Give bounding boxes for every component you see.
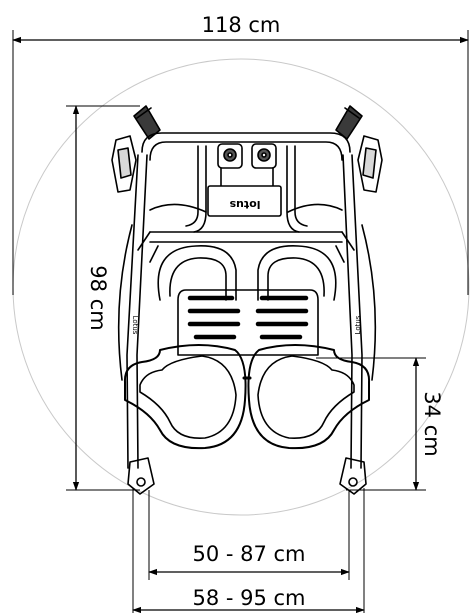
right-backrest-pad (257, 245, 337, 301)
total-width-label: 118 cm (202, 13, 281, 37)
left-backrest-pad (157, 245, 237, 301)
right-side-text: Lotus (354, 315, 362, 334)
right-wheel (339, 457, 367, 495)
right-height-clamp (251, 143, 277, 169)
dimension-total-length: 98 cm (66, 105, 140, 491)
right-seat-cushion (247, 344, 371, 450)
dimension-outer-width: 58 - 95 cm (132, 488, 365, 613)
left-height-clamp (217, 143, 243, 169)
left-side-rail (126, 154, 139, 469)
dimension-seat-depth: 34 cm (316, 357, 444, 491)
left-brake-lever (111, 135, 137, 193)
walker-frame (111, 105, 383, 495)
left-side-text: Lotus (131, 316, 139, 335)
right-fender (361, 224, 377, 381)
right-side-rail (351, 154, 363, 469)
outer-width-label: 58 - 95 cm (192, 586, 305, 610)
left-fender (117, 224, 133, 381)
left-push-handle (133, 105, 161, 140)
brand-plate (207, 185, 282, 217)
total-length-label: 98 cm (86, 265, 110, 330)
right-brake-lever (357, 135, 383, 193)
top-cross-bar (141, 132, 351, 153)
turning-circle (12, 58, 470, 516)
brand-plate-text: lotus (229, 198, 260, 211)
folding-cross-bar (149, 231, 343, 243)
dimension-inner-width: 50 - 87 cm (148, 490, 350, 580)
left-wheel (127, 457, 155, 495)
seat-depth-label: 34 cm (420, 391, 444, 456)
dimension-total-width: 118 cm (12, 13, 469, 295)
seat-base (177, 289, 319, 356)
vent-slots (187, 295, 309, 340)
right-push-handle (335, 105, 363, 140)
left-seat-cushion (123, 344, 247, 450)
inner-width-label: 50 - 87 cm (192, 542, 305, 566)
